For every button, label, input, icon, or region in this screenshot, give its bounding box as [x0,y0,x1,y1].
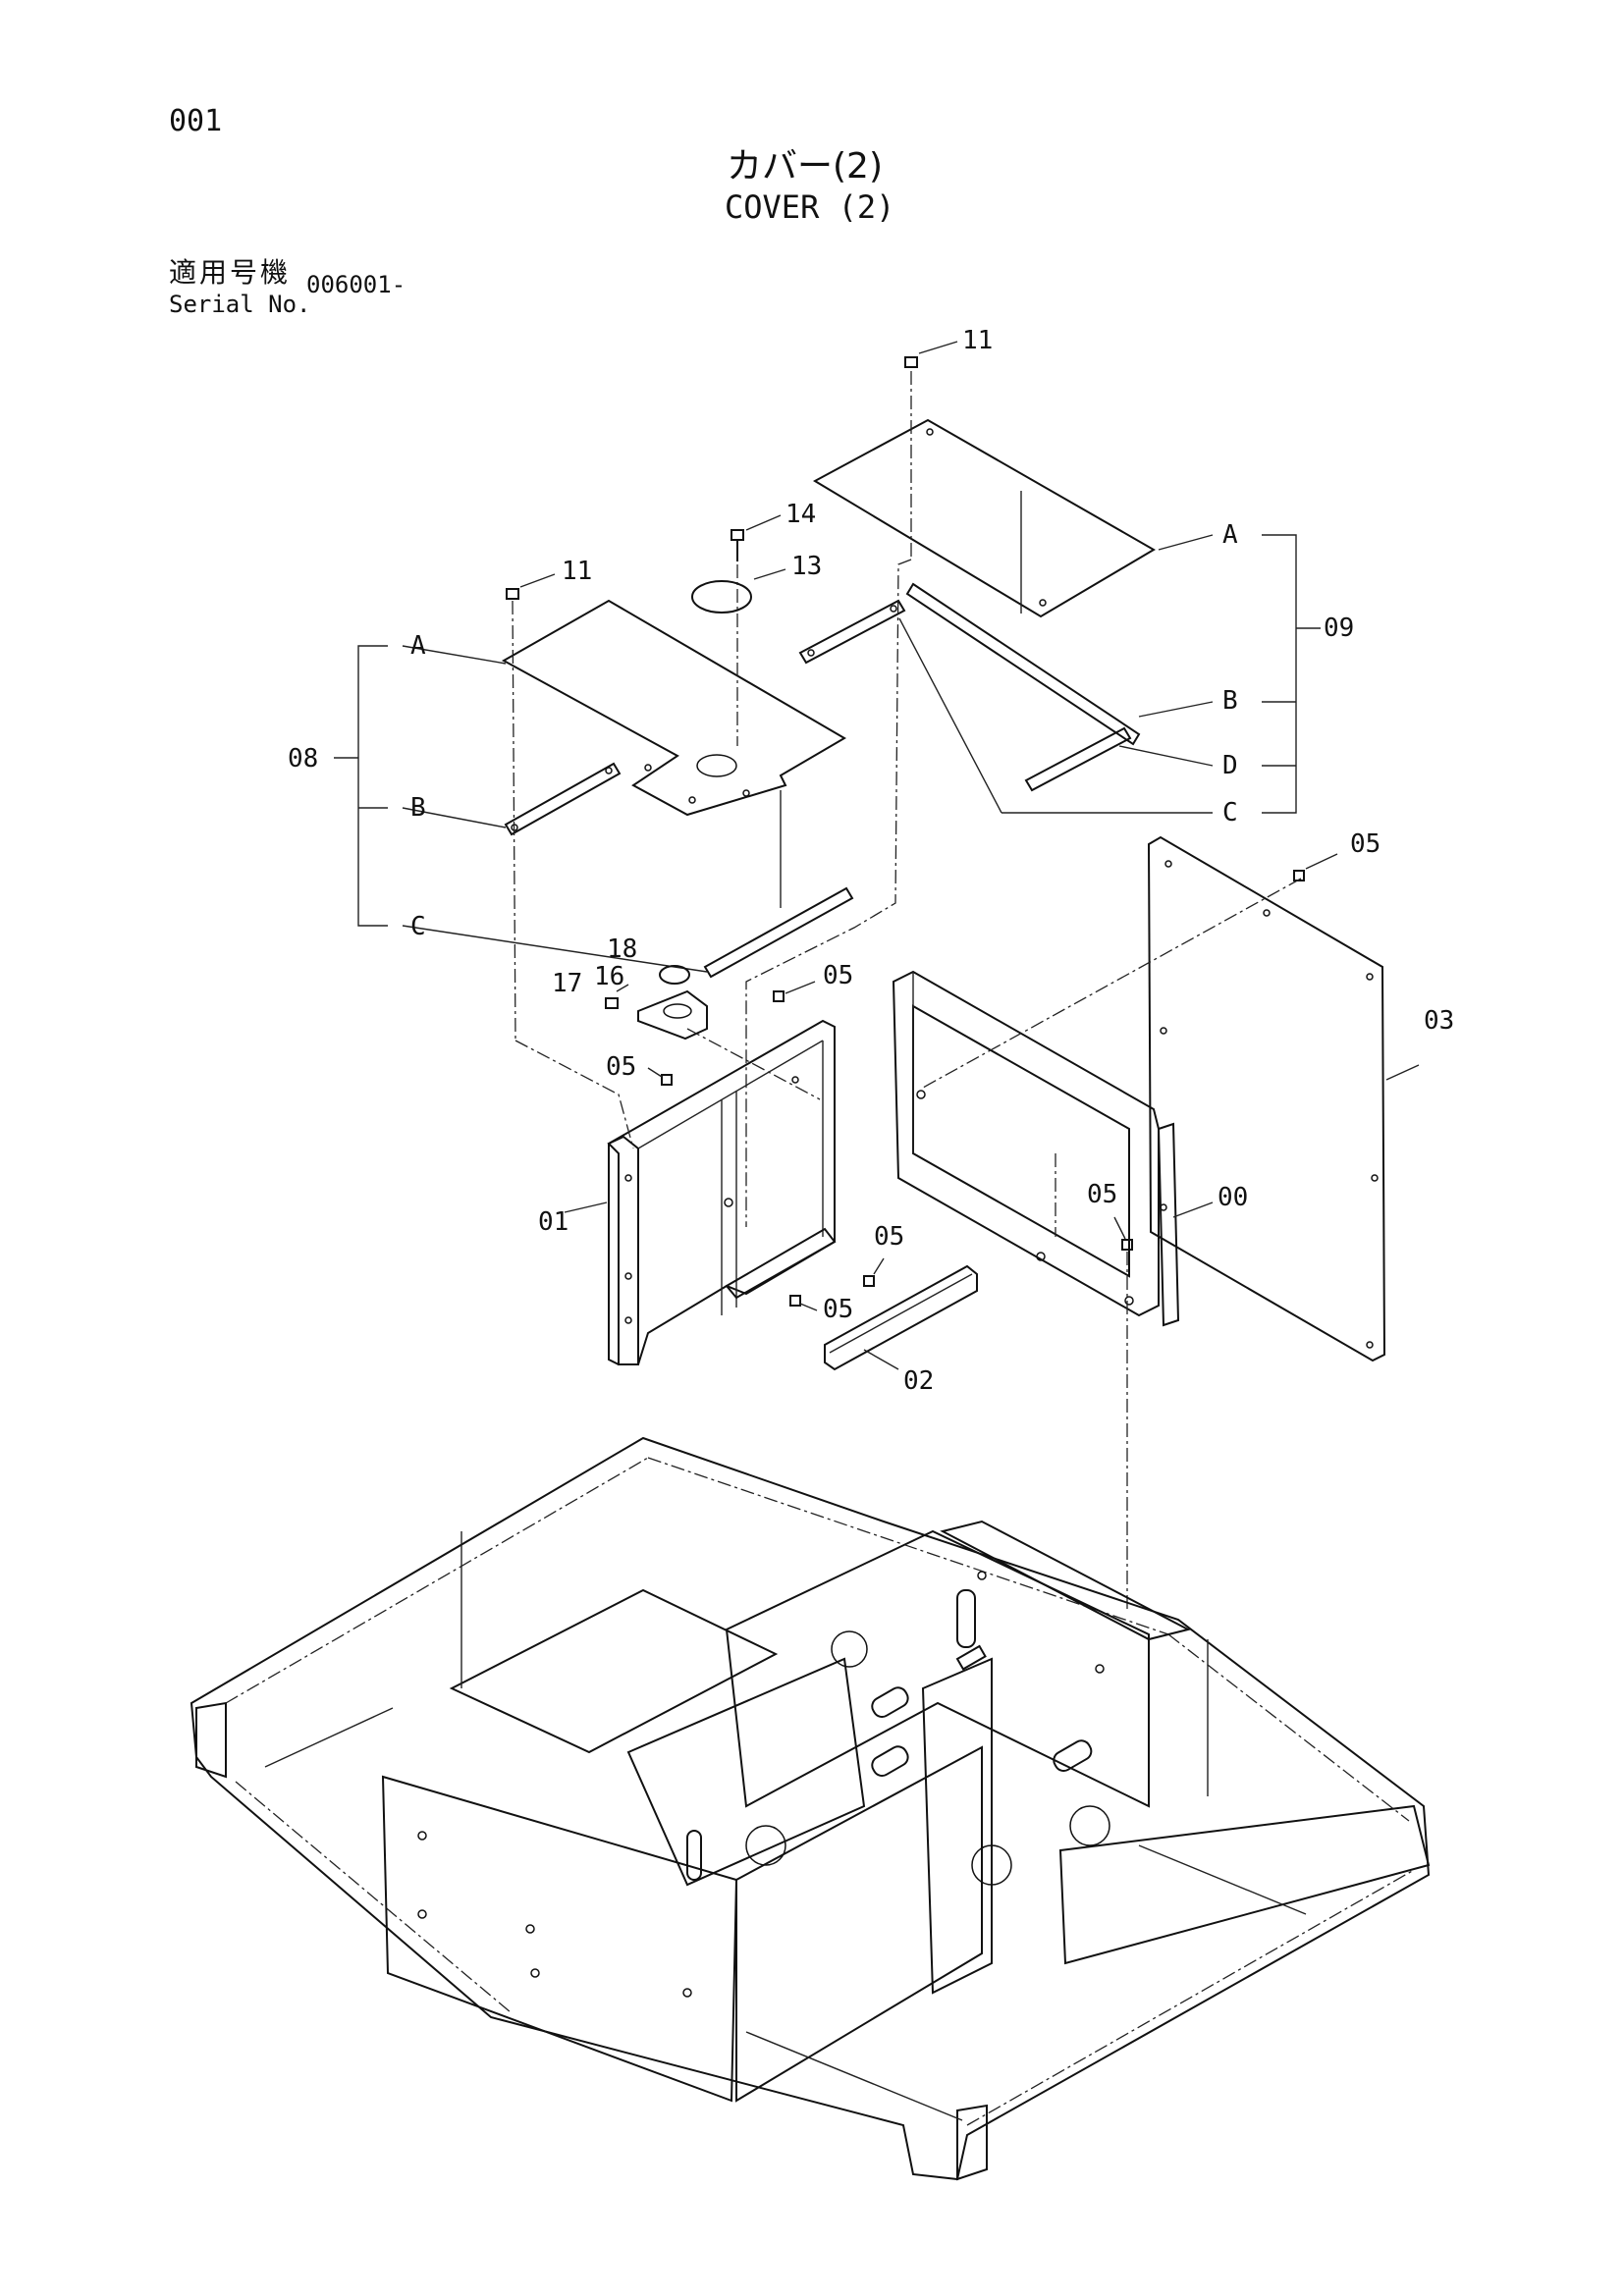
callout-09-a: A [1222,520,1238,550]
callout-08-b: B [410,793,426,823]
part-03-panel [1147,835,1420,1362]
callout-05-right: 05 [1087,1180,1117,1209]
page-title-japanese: カバー(2) [727,146,883,187]
callout-09: 09 [1324,614,1354,643]
part-11-bolt-left [506,573,556,600]
callout-09-d: D [1222,751,1238,780]
part-00-frame [892,970,1214,1327]
callout-14: 14 [785,500,816,529]
part-13-cap [691,568,786,614]
part-09a-plate [812,418,1156,618]
callout-05-top: 05 [823,961,853,990]
part-11-bolt-right [904,341,958,368]
part-14-bolt [731,514,782,561]
serial-label-english: Serial No. [169,291,311,318]
page-number: 001 [169,104,223,138]
part-05-bolts [647,853,1338,1311]
part-08a-plate [501,599,846,817]
callout-05-left: 05 [606,1052,636,1082]
part-08c-strip [703,886,854,979]
part-01-frame [564,1019,837,1365]
callout-02: 02 [903,1366,934,1396]
callout-11-right: 11 [962,326,993,355]
upper-frame-base [189,1436,1431,2181]
serial-number-value: 006001- [306,271,406,298]
callout-17: 17 [552,969,582,998]
part-09d-strip [1024,726,1132,792]
callout-11-left: 11 [562,557,592,586]
part-16-17-18-fittings [605,965,708,1041]
callout-labels: 11 14 13 11 A 09 B D C A 08 B C 05 18 17… [288,326,1454,1396]
serial-label-japanese: 適用号機 [169,256,292,289]
callout-09-b: B [1222,686,1238,716]
callout-05-bottom: 05 [823,1295,853,1324]
part-08b-strip [504,762,622,836]
upper-frame-outline [189,1436,1431,2181]
part-09b-strip [905,582,1141,746]
part-00-frame-body [892,970,1160,1317]
part-02-bracket [824,1264,978,1371]
callout-18: 18 [607,934,637,964]
callout-08-c: C [410,912,426,941]
left-side-plate [381,1775,738,2103]
part-09c-strip [798,599,906,665]
callout-01: 01 [538,1207,568,1237]
callout-03: 03 [1424,1006,1454,1036]
callout-00: 00 [1218,1183,1248,1212]
part-08-cover-assembly [334,599,854,979]
callout-13: 13 [791,552,822,581]
callout-16: 16 [594,962,624,991]
callout-09-c: C [1222,798,1238,828]
callout-05-panel: 05 [1350,829,1380,859]
callout-08-a: A [410,631,426,661]
assembly-chain-lines [512,371,1302,1610]
callout-05-bracket: 05 [874,1222,904,1252]
callout-08: 08 [288,744,318,774]
page-title-english: COVER (2) [725,188,895,226]
part-09-cover-assembly [798,418,1321,814]
